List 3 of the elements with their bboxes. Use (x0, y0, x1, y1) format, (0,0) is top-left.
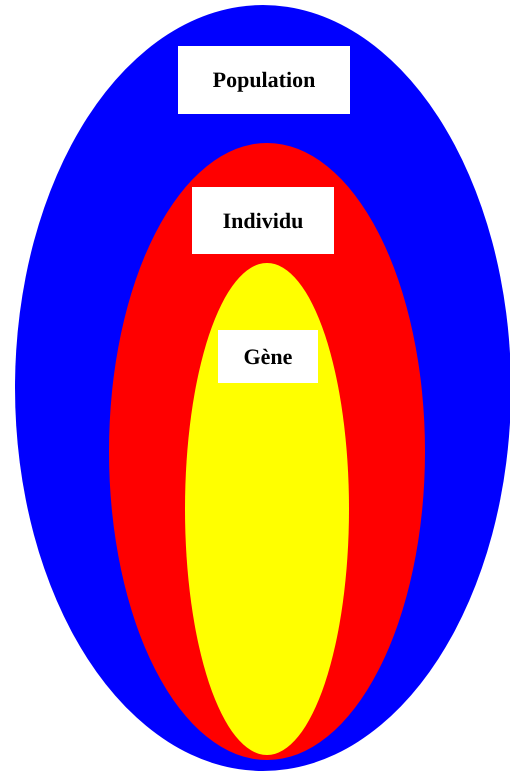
level-label: Gène (218, 330, 318, 383)
level-label: Individu (192, 187, 334, 254)
level-label: Population (178, 46, 350, 114)
